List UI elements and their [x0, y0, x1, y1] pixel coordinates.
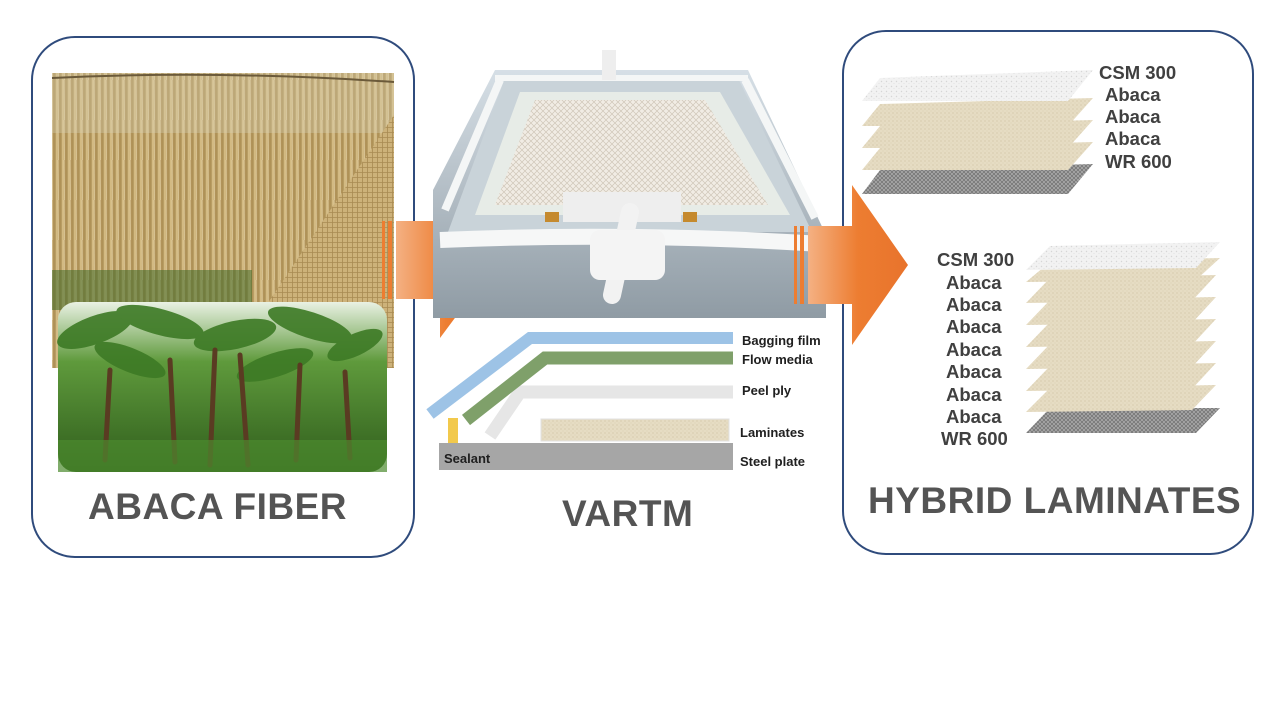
- top-layer-label: WR 600: [1105, 153, 1172, 171]
- abaca-fiber-title: ABACA FIBER: [88, 486, 347, 528]
- bottom-layer-label: Abaca: [946, 408, 1002, 426]
- banana-plantation-photo: [53, 298, 387, 472]
- bottom-layer-label: WR 600: [941, 430, 1008, 448]
- sealant-shape: [448, 418, 458, 443]
- laminate-stack-bottom: [1026, 242, 1220, 433]
- layer-csm300: [1026, 242, 1220, 270]
- sealant-label: Sealant: [444, 451, 490, 466]
- peel-ply-label: Peel ply: [742, 383, 791, 398]
- flow-media-label: Flow media: [742, 352, 813, 367]
- bottom-layer-label: Abaca: [946, 318, 1002, 336]
- bottom-layer-label: CSM 300: [937, 251, 1014, 269]
- top-layer-label: Abaca: [1105, 108, 1161, 126]
- top-layer-label: CSM 300: [1099, 64, 1176, 82]
- vartm-photo: [433, 50, 826, 318]
- bagging-film-label: Bagging film: [742, 333, 821, 348]
- bottom-layer-label: Abaca: [946, 274, 1002, 292]
- bottom-layer-label: Abaca: [946, 363, 1002, 381]
- laminates-shape: [541, 419, 729, 441]
- laminates-label: Laminates: [740, 425, 804, 440]
- laminate-stack-top: [862, 70, 1093, 194]
- bottom-layer-label: Abaca: [946, 296, 1002, 314]
- bottom-layer-label: Abaca: [946, 386, 1002, 404]
- steel-plate-label: Steel plate: [740, 454, 805, 469]
- vartm-title: VARTM: [562, 493, 693, 535]
- bottom-layer-label: Abaca: [946, 341, 1002, 359]
- layer-csm300: [862, 70, 1093, 101]
- layer-wr600: [1026, 408, 1220, 433]
- bagging-film-shape: [430, 338, 733, 414]
- top-layer-label: Abaca: [1105, 86, 1161, 104]
- top-layer-label: Abaca: [1105, 130, 1161, 148]
- hybrid-laminates-title: HYBRID LAMINATES: [868, 480, 1241, 522]
- layer-abaca: [862, 98, 1093, 126]
